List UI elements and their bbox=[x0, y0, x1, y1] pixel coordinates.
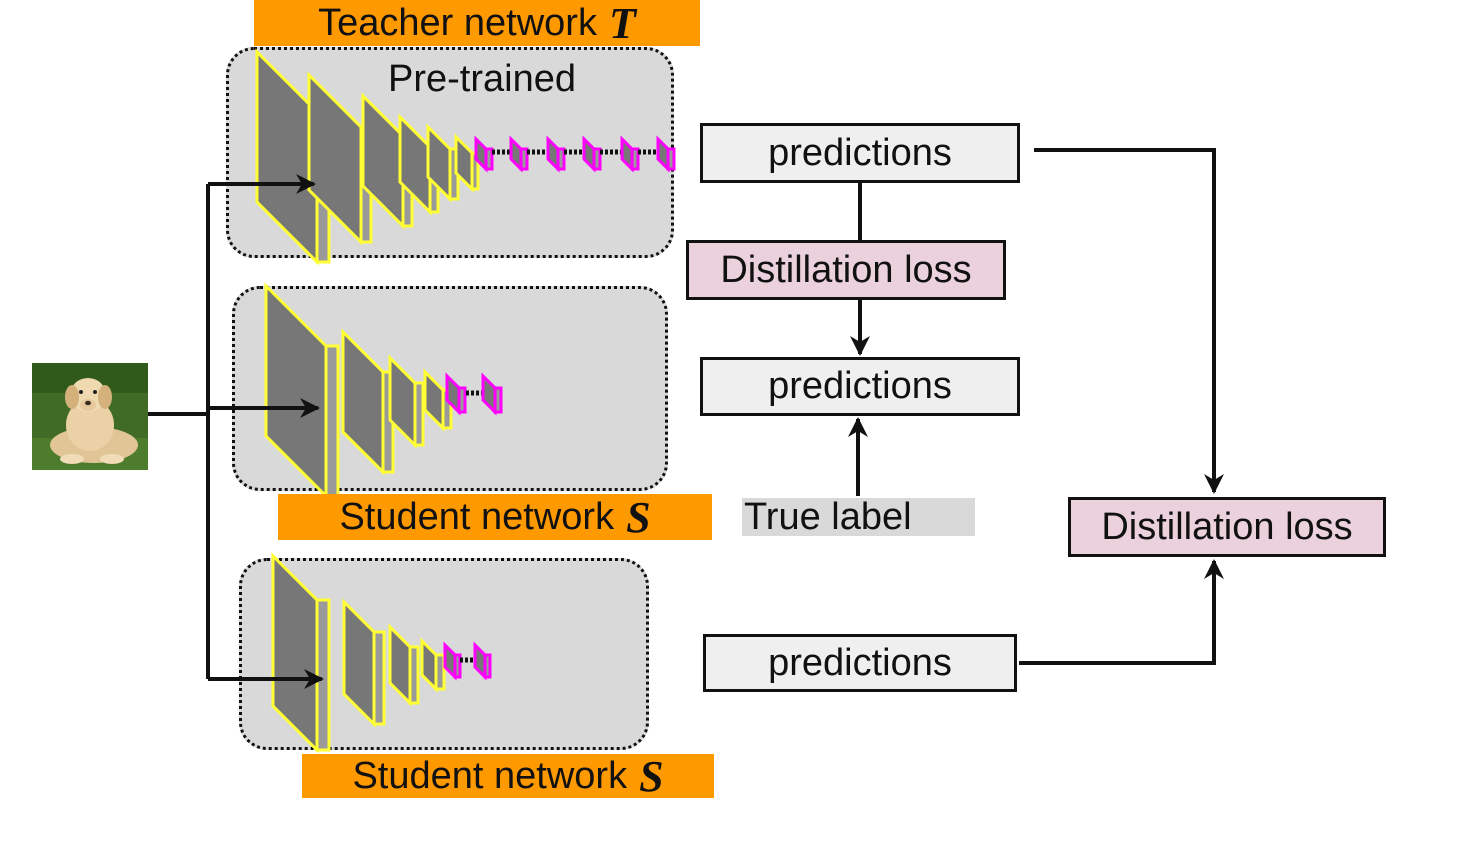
student-bottom-layer-4-face bbox=[420, 637, 438, 693]
student-bottom-predictions-text: predictions bbox=[768, 641, 952, 684]
student-bottom-pred-to-right-loss bbox=[1019, 559, 1224, 665]
teacher-fc-4-side bbox=[592, 147, 602, 171]
dog-photo-icon bbox=[32, 363, 148, 470]
student-bottom-symbol: S bbox=[639, 751, 664, 801]
teacher-fc-5-side bbox=[630, 147, 640, 171]
student-bottom-layer-1-side bbox=[315, 598, 331, 752]
student-mid-layer-2-face bbox=[341, 328, 385, 476]
pretrained-note: Pre-trained bbox=[388, 58, 576, 100]
student-bottom-layer-4-side bbox=[434, 653, 446, 691]
student-mid-label-text: Student network bbox=[339, 495, 615, 538]
student-bottom-label-text: Student network bbox=[352, 754, 628, 797]
student-mid-fc-2-side bbox=[493, 386, 503, 414]
teacher-symbol: T bbox=[608, 0, 636, 48]
student-mid-predictions-box: predictions bbox=[700, 357, 1020, 416]
student-mid-fc-2-face bbox=[481, 372, 497, 416]
student-bottom-layer-1-face bbox=[271, 552, 319, 754]
student-mid-layer-1-face bbox=[264, 282, 328, 500]
teacher-label: Teacher network T bbox=[254, 0, 700, 48]
teacher-fc-3-side bbox=[556, 147, 566, 171]
student-bottom-fc-2-side bbox=[483, 653, 492, 679]
student-mid-layer-3-side bbox=[413, 381, 425, 447]
right-distillation-loss-box: Distillation loss bbox=[1068, 497, 1386, 557]
student-bottom-layer-3-face bbox=[388, 623, 412, 707]
teacher-predictions-box: predictions bbox=[700, 123, 1020, 183]
student-mid-label: Student network S bbox=[278, 492, 712, 542]
center-distillation-loss-box: Distillation loss bbox=[686, 240, 1006, 300]
right-distillation-loss-text: Distillation loss bbox=[1101, 505, 1353, 548]
input-image bbox=[32, 363, 148, 470]
student-mid-layer-4-face bbox=[423, 368, 445, 432]
teacher-predictions-text: predictions bbox=[768, 131, 952, 174]
student-bottom-layer-2-side bbox=[372, 630, 386, 726]
teacher-fc-2-side bbox=[519, 147, 529, 171]
teacher-pred-to-right-loss bbox=[1034, 148, 1224, 494]
student-mid-fc-1-side bbox=[457, 386, 467, 414]
student-bottom-predictions-box: predictions bbox=[703, 634, 1017, 692]
student-bottom-label: Student network S bbox=[302, 752, 714, 801]
true-label-box: True label bbox=[742, 495, 975, 538]
teacher-fc-6-side bbox=[666, 147, 676, 171]
student-bottom-fc-1-side bbox=[453, 653, 462, 679]
teacher-fc-1-side bbox=[484, 147, 494, 171]
student-mid-predictions-text: predictions bbox=[768, 365, 952, 407]
center-distillation-loss-text: Distillation loss bbox=[720, 248, 972, 291]
student-mid-layer-1-side bbox=[324, 344, 340, 498]
student-bottom-layer-3-side bbox=[408, 645, 420, 705]
student-bottom-layer-2-face bbox=[342, 598, 376, 728]
true-label-text: True label bbox=[744, 495, 912, 538]
teacher-label-text: Teacher network bbox=[318, 1, 597, 44]
student-mid-symbol: S bbox=[626, 492, 651, 542]
